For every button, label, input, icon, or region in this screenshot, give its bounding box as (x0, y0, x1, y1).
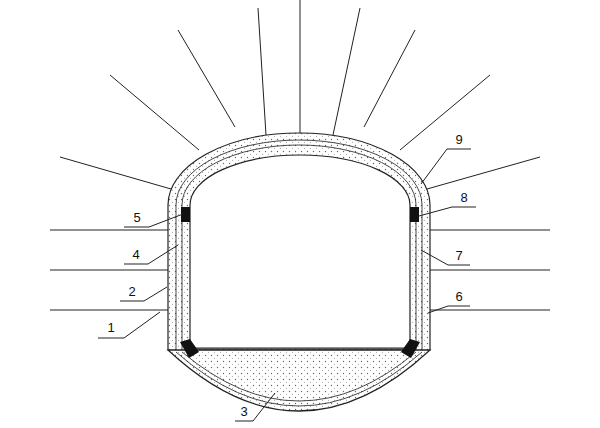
callout-number: 7 (453, 249, 464, 263)
lining-layer (176, 140, 422, 350)
steel-blocks (180, 207, 420, 358)
callout-number: 1 (105, 321, 116, 335)
callout-number: 2 (126, 285, 137, 299)
floor-top (190, 349, 410, 350)
callout-number: 5 (131, 211, 142, 225)
invert-floor (168, 350, 430, 411)
leader-lines (98, 149, 476, 421)
lining-ring (168, 133, 430, 350)
callout-number: 4 (130, 248, 141, 262)
callout-number: 6 (453, 290, 464, 304)
callout-number: 3 (238, 405, 249, 419)
callout-number: 9 (453, 133, 464, 147)
lining-layer (182, 145, 416, 350)
callout-number: 8 (458, 191, 469, 205)
invert-layer (176, 352, 422, 406)
invert-layer (182, 352, 416, 401)
